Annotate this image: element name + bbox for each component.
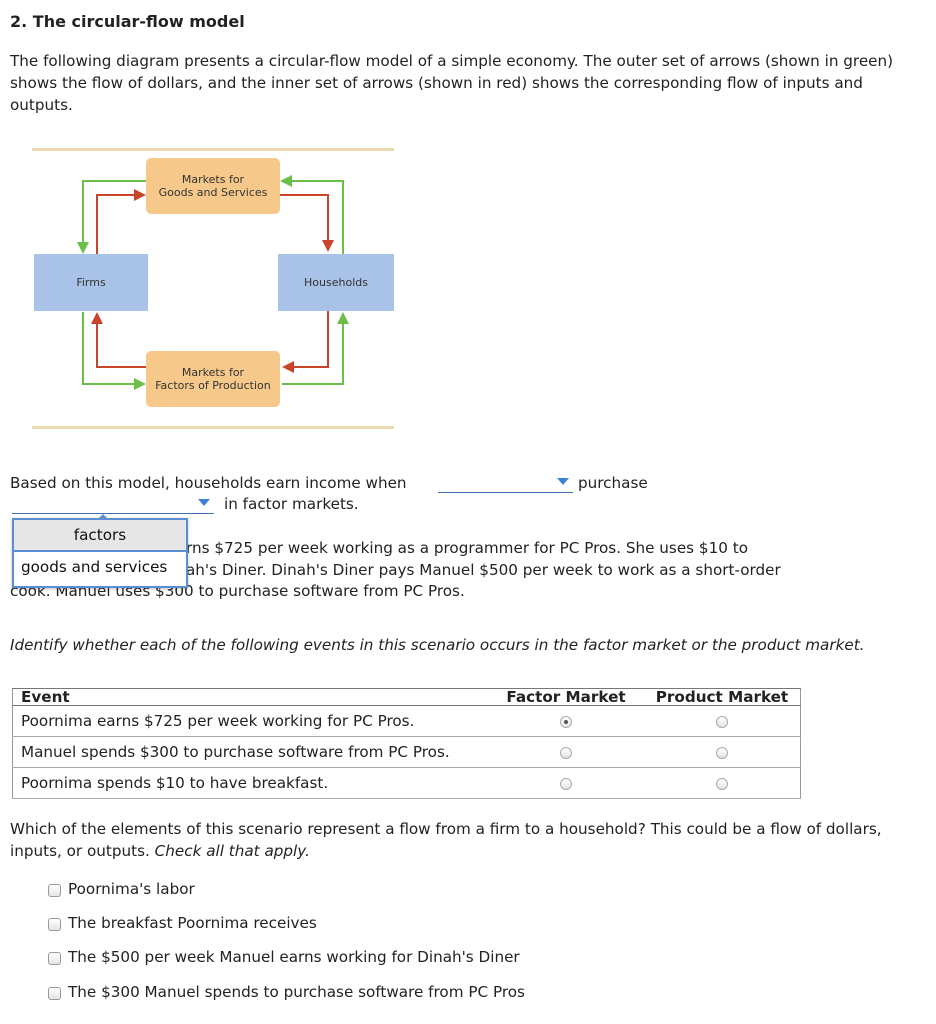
events-table: Event Factor Market Product Market Poorn… xyxy=(12,688,801,799)
header-factor-market: Factor Market xyxy=(488,688,644,706)
sentence-part3: in factor markets. xyxy=(224,495,359,513)
diagram-top-rule xyxy=(32,148,394,151)
households-box: Households xyxy=(278,254,394,311)
goods-flow-top-right xyxy=(280,194,334,252)
sentence-part1: Based on this model, households earn inc… xyxy=(10,474,407,492)
goods-flow-top-left xyxy=(96,189,146,254)
firms-box: Firms xyxy=(34,254,148,311)
inputs-flow-bottom-left xyxy=(91,312,146,368)
diagram-bottom-rule xyxy=(32,426,394,429)
checkbox[interactable] xyxy=(48,952,61,965)
dollar-flow-bottom-right xyxy=(282,312,349,385)
dollar-flow-top-left xyxy=(77,180,146,254)
header-product-market: Product Market xyxy=(644,688,801,706)
dropdown-caret-icon xyxy=(557,478,569,485)
menu-notch-icon xyxy=(98,514,108,519)
scenario-line-1: rns $725 per week working as a programme… xyxy=(186,539,748,557)
dropdown-caret-icon xyxy=(198,499,210,506)
dropdown-2[interactable] xyxy=(12,493,214,514)
table-row: Manuel spends $300 to purchase software … xyxy=(12,736,801,768)
flow-arrows xyxy=(77,175,349,390)
table-row: Poornima earns $725 per week working for… xyxy=(12,705,801,737)
checkbox[interactable] xyxy=(48,918,61,931)
radio-factor-market[interactable] xyxy=(560,715,572,728)
table-row: Poornima spends $10 to have breakfast. xyxy=(12,767,801,799)
checkbox[interactable] xyxy=(48,987,61,1000)
event-cell: Poornima spends $10 to have breakfast. xyxy=(12,767,488,799)
scenario-line-2: ah's Diner. Dinah's Diner pays Manuel $5… xyxy=(186,561,781,579)
radio-factor-market[interactable] xyxy=(560,777,572,790)
menu-option-factors[interactable]: factors xyxy=(14,520,186,552)
event-cell: Manuel spends $300 to purchase software … xyxy=(12,736,488,768)
checkbox-question: Which of the elements of this scenario r… xyxy=(10,820,882,860)
dropdown-1[interactable] xyxy=(438,472,573,493)
section-heading: 2. The circular-flow model xyxy=(10,12,245,31)
checkbox[interactable] xyxy=(48,884,61,897)
radio-factor-market[interactable] xyxy=(560,746,572,759)
table-header-row: Event Factor Market Product Market xyxy=(12,688,801,706)
dropdown-menu: factors goods and services xyxy=(12,514,188,588)
sentence-part2: purchase xyxy=(578,474,648,492)
intro-paragraph: The following diagram presents a circula… xyxy=(10,52,894,114)
event-cell: Poornima earns $725 per week working for… xyxy=(12,705,488,737)
menu-option-goods-and-services[interactable]: goods and services xyxy=(21,558,168,576)
dollar-flow-bottom-left xyxy=(82,312,146,390)
inputs-flow-bottom-right xyxy=(282,310,329,373)
dollar-flow-top-right xyxy=(280,175,344,254)
radio-product-market[interactable] xyxy=(716,746,728,759)
radio-product-market[interactable] xyxy=(716,715,728,728)
identify-prompt: Identify whether each of the following e… xyxy=(10,636,865,654)
radio-product-market[interactable] xyxy=(716,777,728,790)
header-event: Event xyxy=(12,688,488,706)
